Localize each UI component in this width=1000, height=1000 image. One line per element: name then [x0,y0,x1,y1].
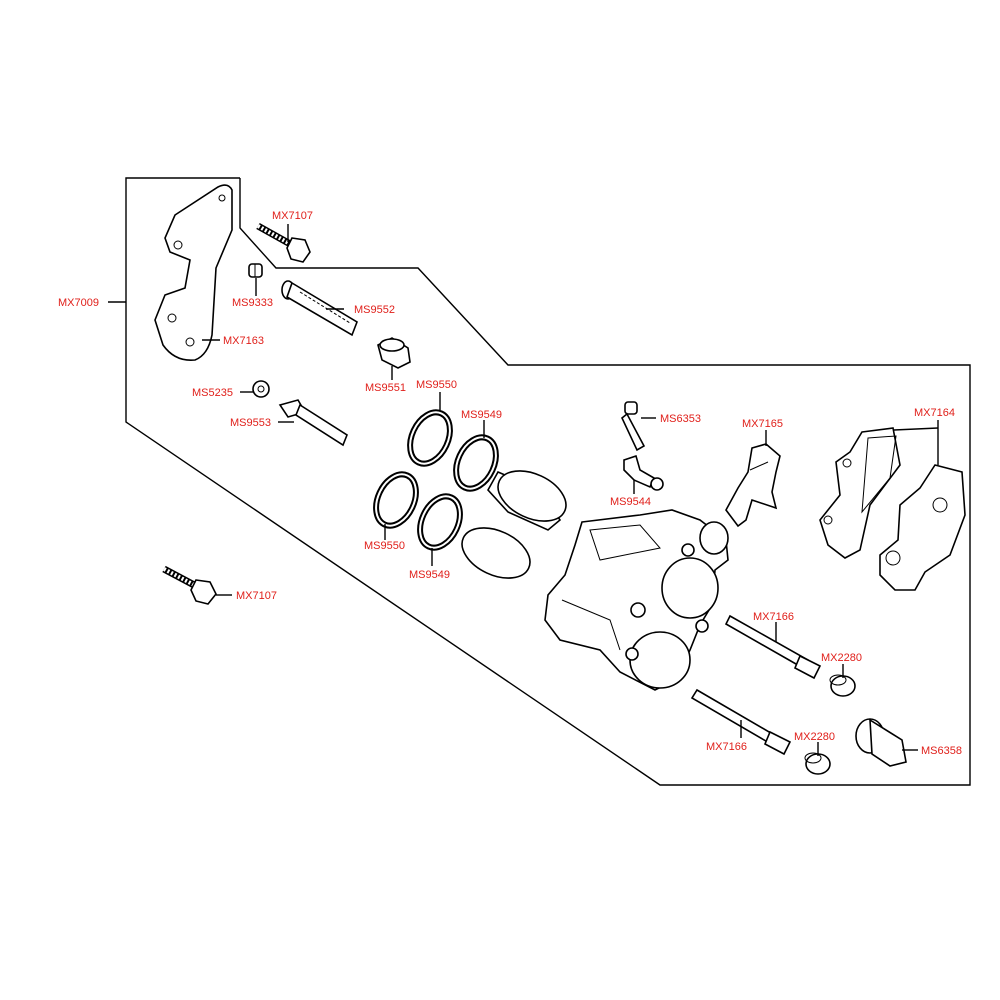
label-mx7107-bottom: MX7107 [236,590,277,602]
label-mx2280-bottom: MX2280 [794,731,835,743]
part-labels: MX7009 MX7107 MS9333 MS9552 MX7163 MS955… [58,210,962,757]
pin-mx7166-bottom [690,688,792,756]
cap-mx2280-bottom [804,752,831,775]
seal-ms9550-top [407,409,453,467]
label-ms9553: MS9553 [230,417,271,429]
spring-mx7165 [725,443,781,528]
pin-ms9553 [278,399,348,447]
label-ms9333: MS9333 [232,297,273,309]
label-mx7165: MX7165 [742,418,783,430]
label-ms9549-top: MS9549 [461,409,502,421]
pin-ms9552 [281,280,358,337]
label-mx2280-top: MX2280 [821,652,862,664]
label-ms6353: MS6353 [660,413,701,425]
label-mx7166-top: MX7166 [753,611,794,623]
seal-ms9549-bottom [417,493,463,551]
bolt-mx7107-bottom [162,565,217,605]
assembly-outline [125,177,971,786]
caliper-body [544,509,729,691]
cap-ms9551 [377,337,411,369]
label-mx7107-top: MX7107 [272,210,313,222]
pin-mx7166-top [724,614,822,680]
label-ms9550-bottom: MS9550 [364,540,405,552]
pad-mx7164-left [819,427,901,559]
label-ms9544: MS9544 [610,496,651,508]
label-mx7164: MX7164 [914,407,955,419]
piston-bottom [461,527,531,579]
bolt-mx7107-top [256,222,311,263]
leader-lines [108,224,939,756]
label-ms9550-top: MS9550 [416,379,457,391]
washer-ms5235 [252,380,270,398]
cap-mx2280-top [829,674,856,697]
cap-ms9544 [623,454,664,491]
bracket-mx7163 [154,184,233,362]
label-ms9551: MS9551 [365,382,406,394]
label-ms9549-bottom: MS9549 [409,569,450,581]
nut-ms9333 [248,263,263,278]
label-ms5235: MS5235 [192,387,233,399]
label-ms6358: MS6358 [921,745,962,757]
pad-mx7164-right [879,464,966,591]
seal-ms9549-top [453,434,499,492]
seal-ms9550-bottom [373,471,419,529]
bolt-ms6358 [855,718,907,767]
label-mx7166-bottom: MX7166 [706,741,747,753]
bleeder-ms6353 [621,401,646,452]
piston-top [487,470,567,531]
label-mx7163: MX7163 [223,335,264,347]
label-mx7009: MX7009 [58,297,99,309]
label-ms9552: MS9552 [354,304,395,316]
